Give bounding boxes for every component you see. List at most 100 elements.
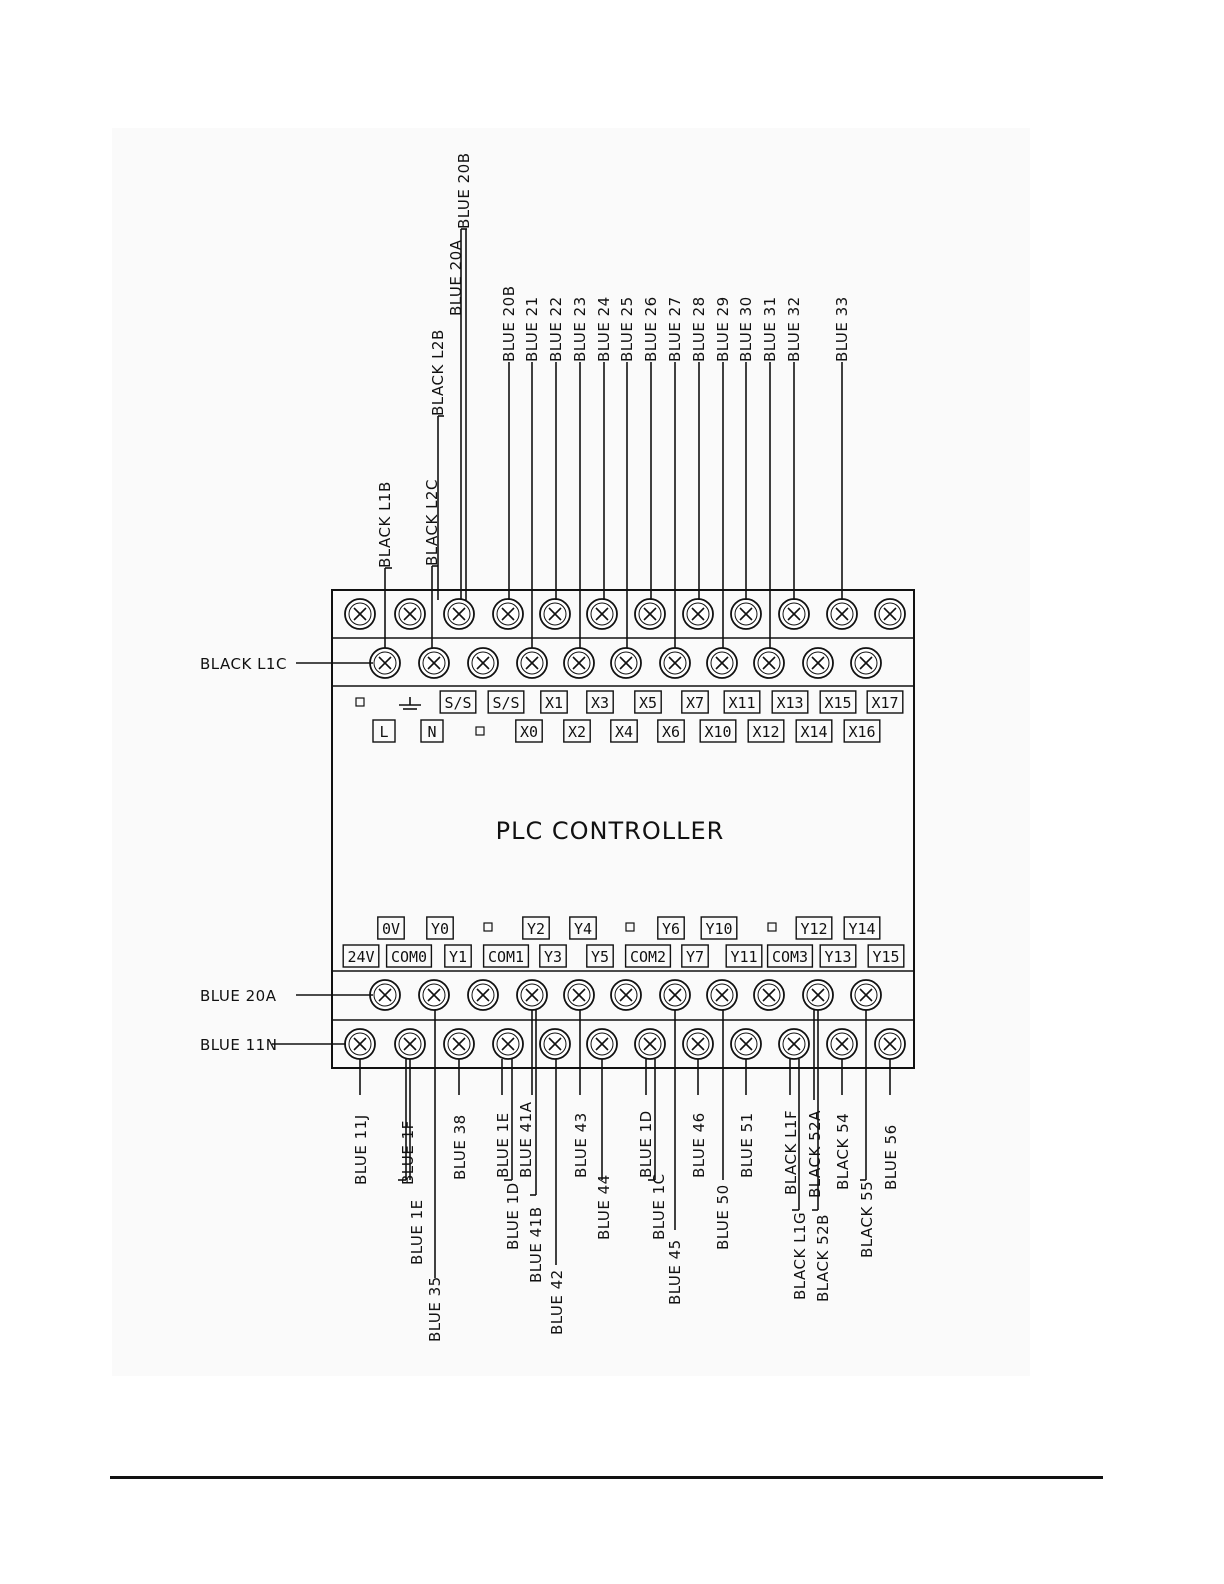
screw-terminal: [850, 979, 882, 1011]
wire-label-top: BLUE 31: [761, 296, 779, 362]
terminal-label-com2-text: COM2: [630, 948, 666, 966]
terminal-label-x6-text: X6: [662, 723, 680, 741]
terminal-label-y12-text: Y12: [800, 920, 827, 938]
terminal-label-com0-text: COM0: [391, 948, 427, 966]
controller-title: PLC CONTROLLER: [496, 817, 725, 845]
wire-label-bottom: BLACK 52A: [806, 1110, 824, 1198]
screw-terminal: [753, 647, 785, 679]
terminal-label-x11-text: X11: [728, 694, 755, 712]
wire-label-bottom: BLUE 44: [595, 1174, 613, 1240]
terminal-label-y10: Y10: [700, 916, 738, 940]
terminal-label-24v: 24V: [342, 944, 380, 968]
terminal-label-x6: X6: [657, 719, 685, 743]
screw-terminal: [467, 647, 499, 679]
terminal-label-0v-text: 0V: [382, 920, 400, 938]
wire-label-bottom: BLUE 42: [548, 1269, 566, 1335]
screw-terminal: [802, 647, 834, 679]
terminal-label-y6: Y6: [657, 916, 685, 940]
screw-terminal: [418, 647, 450, 679]
wire-label-top: BLUE 27: [666, 296, 684, 362]
terminal-label-y11: Y11: [725, 944, 763, 968]
screw-terminal: [682, 1028, 714, 1060]
terminal-label-y2: Y2: [522, 916, 550, 940]
terminal-label-24v-text: 24V: [347, 948, 374, 966]
wire-label-top: BLACK L2C: [423, 479, 441, 566]
wire-label-bottom: BLACK 55: [858, 1181, 876, 1258]
screw-terminal: [730, 598, 762, 630]
screw-terminal: [850, 647, 882, 679]
wire-label-bottom: BLUE 38: [451, 1114, 469, 1180]
terminal-label-y1: Y1: [444, 944, 472, 968]
terminal-label-x10: X10: [699, 719, 737, 743]
screw-terminal: [634, 1028, 666, 1060]
wire-label-bottom: BLUE 35: [426, 1276, 444, 1342]
screw-terminal: [369, 647, 401, 679]
plc-body: [331, 589, 915, 1069]
wire-label-bottom: BLUE 51: [738, 1112, 756, 1178]
terminal-label-x5-text: X5: [639, 694, 657, 712]
screw-terminal: [516, 979, 548, 1011]
screw-terminal: [394, 1028, 426, 1060]
terminal-label-com3: COM3: [766, 944, 814, 968]
wire-label-top: BLUE 23: [571, 296, 589, 362]
terminal-label-com0: COM0: [385, 944, 433, 968]
terminal-label-y4: Y4: [569, 916, 597, 940]
terminal-label-x11: X11: [723, 690, 761, 714]
terminal-label-x10-text: X10: [704, 723, 731, 741]
terminal-label-x0-text: X0: [520, 723, 538, 741]
wire-label-bottom: BLACK L1F: [782, 1110, 800, 1195]
screw-terminal: [610, 647, 642, 679]
screw-terminal: [778, 598, 810, 630]
screw-terminal: [467, 979, 499, 1011]
screw-terminal: [443, 598, 475, 630]
terminal-label-x14: X14: [795, 719, 833, 743]
terminal-label-y14: Y14: [843, 916, 881, 940]
terminal-label-x0: X0: [515, 719, 543, 743]
wire-label-bottom: BLUE 1C: [650, 1173, 668, 1240]
screw-terminal: [563, 647, 595, 679]
terminal-label-ss-text: S/S: [444, 694, 471, 712]
wire-label-top: BLUE 32: [785, 296, 803, 362]
terminal-label-y7: Y7: [681, 944, 709, 968]
terminal-label-x1: X1: [540, 690, 568, 714]
terminal-label-com2: COM2: [624, 944, 672, 968]
screw-terminal: [753, 979, 785, 1011]
wire-label-bottom: BLACK L1G: [791, 1212, 809, 1300]
terminal-label-ss-text: S/S: [492, 694, 519, 712]
terminal-label-com1-text: COM1: [488, 948, 524, 966]
terminal-label-l-text: L: [379, 723, 388, 741]
screw-terminal: [539, 598, 571, 630]
terminal-label-x13: X13: [771, 690, 809, 714]
terminal-label-x5: X5: [634, 690, 662, 714]
wire-label-top: BLACK L1B: [376, 481, 394, 568]
ground-icon: [399, 697, 421, 710]
wire-label-bottom: BLUE 1D: [637, 1110, 655, 1178]
screw-terminal: [344, 1028, 376, 1060]
screw-terminal: [682, 598, 714, 630]
wire-label-top: BLUE 29: [714, 296, 732, 362]
screw-terminal: [443, 1028, 475, 1060]
wire-label-bottom: BLACK 54: [834, 1113, 852, 1190]
screw-terminal: [492, 1028, 524, 1060]
screw-terminal: [874, 598, 906, 630]
terminal-label-x1-text: X1: [545, 694, 563, 712]
unused-marker: [475, 726, 485, 736]
terminal-label-l: L: [372, 719, 396, 743]
screw-terminal: [706, 647, 738, 679]
wire-label-top: BLUE 22: [547, 296, 565, 362]
screw-terminal: [418, 979, 450, 1011]
terminal-label-y11-text: Y11: [730, 948, 757, 966]
terminal-label-y2-text: Y2: [527, 920, 545, 938]
wire-label-blue-11n: BLUE 11N: [200, 1036, 277, 1054]
wire-label-bottom: BLUE 41B: [527, 1206, 545, 1283]
terminal-label-x16-text: X16: [848, 723, 875, 741]
screw-terminal: [492, 598, 524, 630]
unused-marker: [625, 922, 635, 932]
screw-terminal: [874, 1028, 906, 1060]
screw-terminal: [706, 979, 738, 1011]
terminal-label-x16: X16: [843, 719, 881, 743]
wire-label-top: BLUE 20B: [455, 152, 473, 229]
unused-marker: [483, 922, 493, 932]
wire-label-bottom: BLUE 1D: [504, 1182, 522, 1250]
